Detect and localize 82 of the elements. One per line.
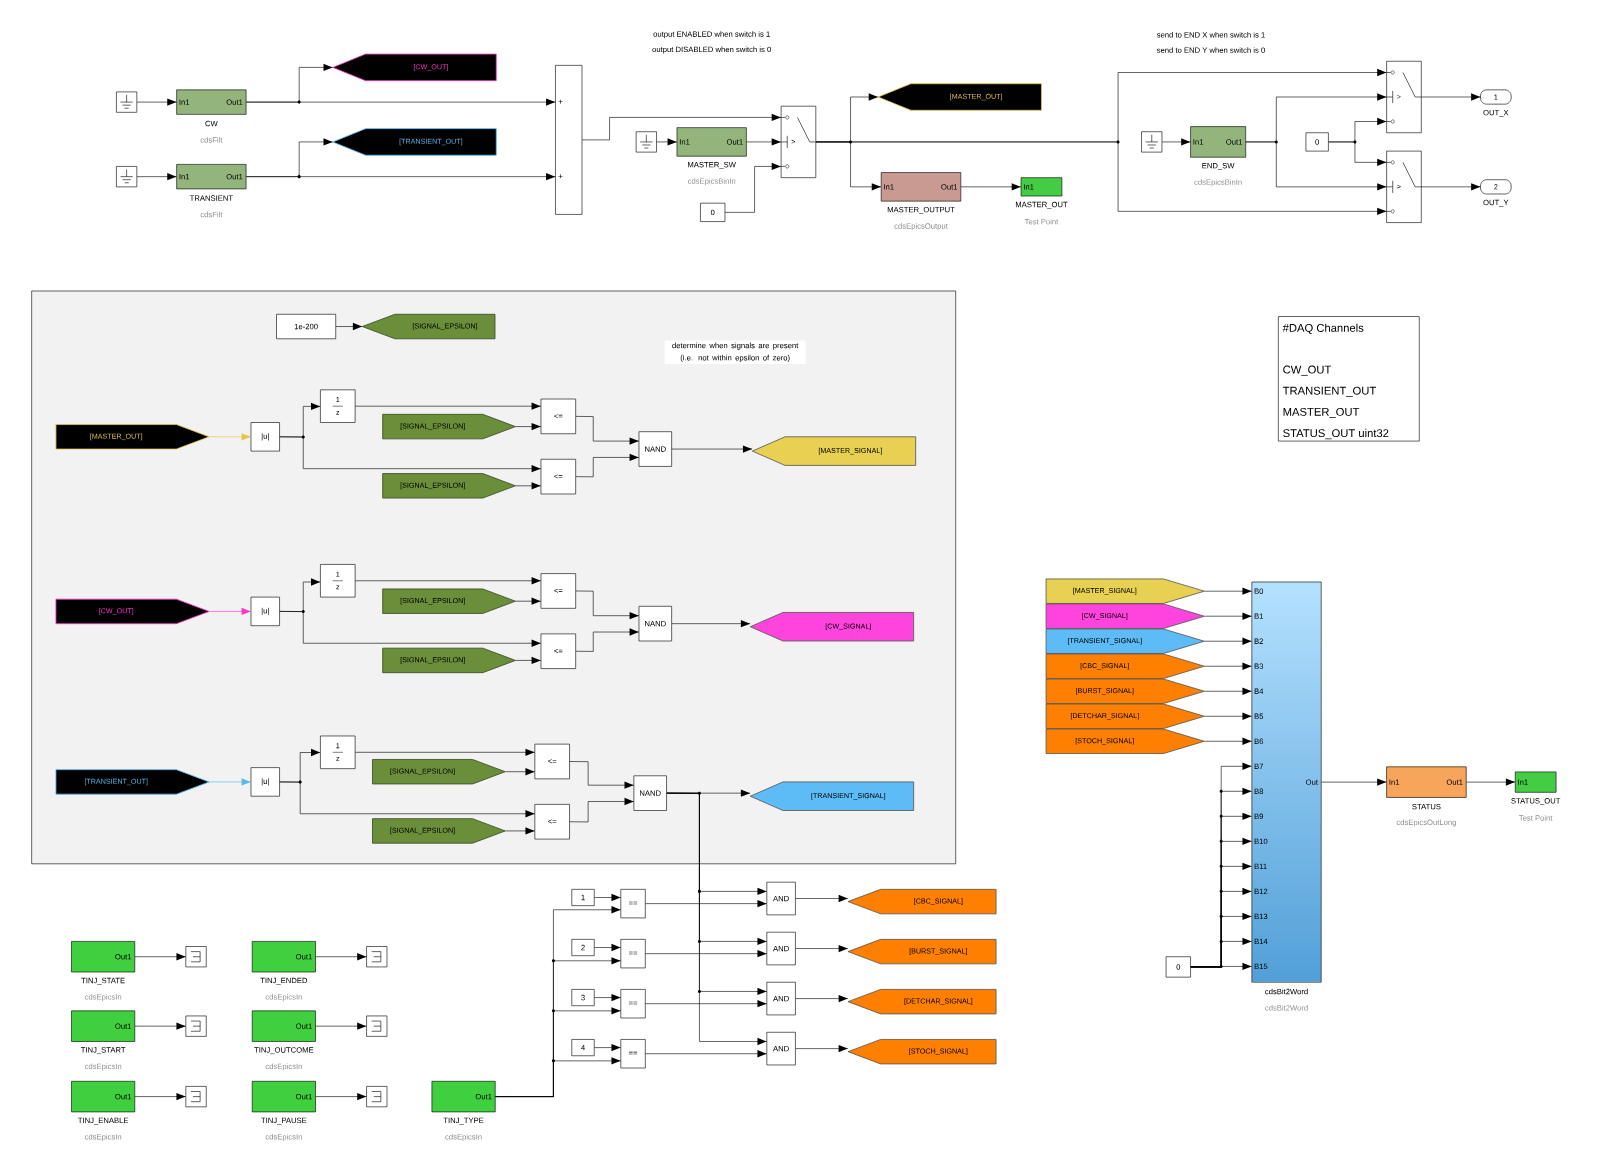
arrow xyxy=(795,994,849,1003)
note-box: #DAQ Channels CW_OUT TRANSIENT_OUT MASTER_OUT STATUS_OUT uint32 xyxy=(1278,316,1420,442)
arrow xyxy=(1328,141,1387,167)
arrow xyxy=(645,950,767,958)
arrow xyxy=(1321,778,1387,786)
arrow xyxy=(671,620,751,628)
arrow xyxy=(656,138,678,146)
arrow xyxy=(355,577,542,585)
arrow xyxy=(594,993,621,1002)
arrow xyxy=(1421,183,1481,191)
arrow xyxy=(575,590,640,620)
arrow xyxy=(515,423,542,431)
arrow xyxy=(1204,687,1252,695)
arrow xyxy=(1204,662,1252,670)
arrow xyxy=(594,1044,621,1052)
arrow xyxy=(209,607,252,616)
ground-symbol xyxy=(635,131,657,153)
arrow xyxy=(1204,587,1252,595)
arrow xyxy=(505,768,535,776)
arrow xyxy=(575,416,640,445)
sum-block: + + xyxy=(555,65,583,215)
arrow xyxy=(724,162,782,213)
arrow xyxy=(1421,93,1481,101)
arrow xyxy=(569,797,634,823)
arrow xyxy=(1190,962,1252,971)
ground-symbol xyxy=(116,91,138,113)
terminator-symbol xyxy=(366,946,388,968)
arrow xyxy=(136,173,177,181)
arrow xyxy=(671,445,753,453)
arrow xyxy=(1204,712,1252,720)
arrow xyxy=(581,113,782,141)
arrow xyxy=(575,453,640,478)
arrow xyxy=(795,1045,849,1053)
terminator-symbol xyxy=(185,1015,207,1037)
arrow xyxy=(1204,612,1252,620)
terminator-symbol xyxy=(366,1015,388,1037)
arrow xyxy=(569,761,634,789)
arrow xyxy=(315,1093,367,1101)
arrow xyxy=(515,656,542,665)
arrow xyxy=(134,1022,186,1030)
arrow xyxy=(960,183,1022,191)
arrow xyxy=(209,778,252,786)
arrow xyxy=(134,1093,186,1101)
ground-symbol xyxy=(116,166,138,188)
arrow xyxy=(515,482,542,490)
arrow xyxy=(795,944,849,953)
arrow xyxy=(645,1050,767,1058)
arrow xyxy=(815,141,1387,216)
arrow xyxy=(575,628,640,652)
arrow xyxy=(355,748,535,757)
arrow xyxy=(355,402,542,410)
arrow xyxy=(645,900,767,908)
arrow xyxy=(315,953,367,961)
arrow xyxy=(246,98,556,106)
arrow xyxy=(495,1057,621,1097)
arrow xyxy=(666,789,751,797)
arrow xyxy=(1204,737,1252,745)
arrow xyxy=(335,322,363,331)
arrow xyxy=(645,1000,767,1008)
arrow xyxy=(594,893,621,902)
arrow xyxy=(209,433,252,441)
arrow xyxy=(1245,141,1387,191)
arrow xyxy=(666,792,767,1046)
arrow xyxy=(246,173,556,181)
arrow xyxy=(746,138,782,146)
arrow xyxy=(505,827,535,835)
arrow xyxy=(594,943,621,952)
terminator-symbol xyxy=(185,1086,207,1108)
ground-symbol xyxy=(1141,131,1163,153)
arrow xyxy=(1204,637,1252,645)
arrow xyxy=(279,436,542,473)
arrow xyxy=(1161,138,1191,146)
arrow xyxy=(134,953,186,961)
arrow xyxy=(515,597,542,605)
terminator-symbol xyxy=(366,1086,388,1108)
arrow xyxy=(279,611,542,647)
arrow xyxy=(795,894,849,903)
arrow xyxy=(279,781,535,818)
arrow xyxy=(136,98,177,106)
arrow xyxy=(315,1022,367,1030)
terminator-symbol xyxy=(185,946,207,968)
arrow xyxy=(1466,778,1516,786)
